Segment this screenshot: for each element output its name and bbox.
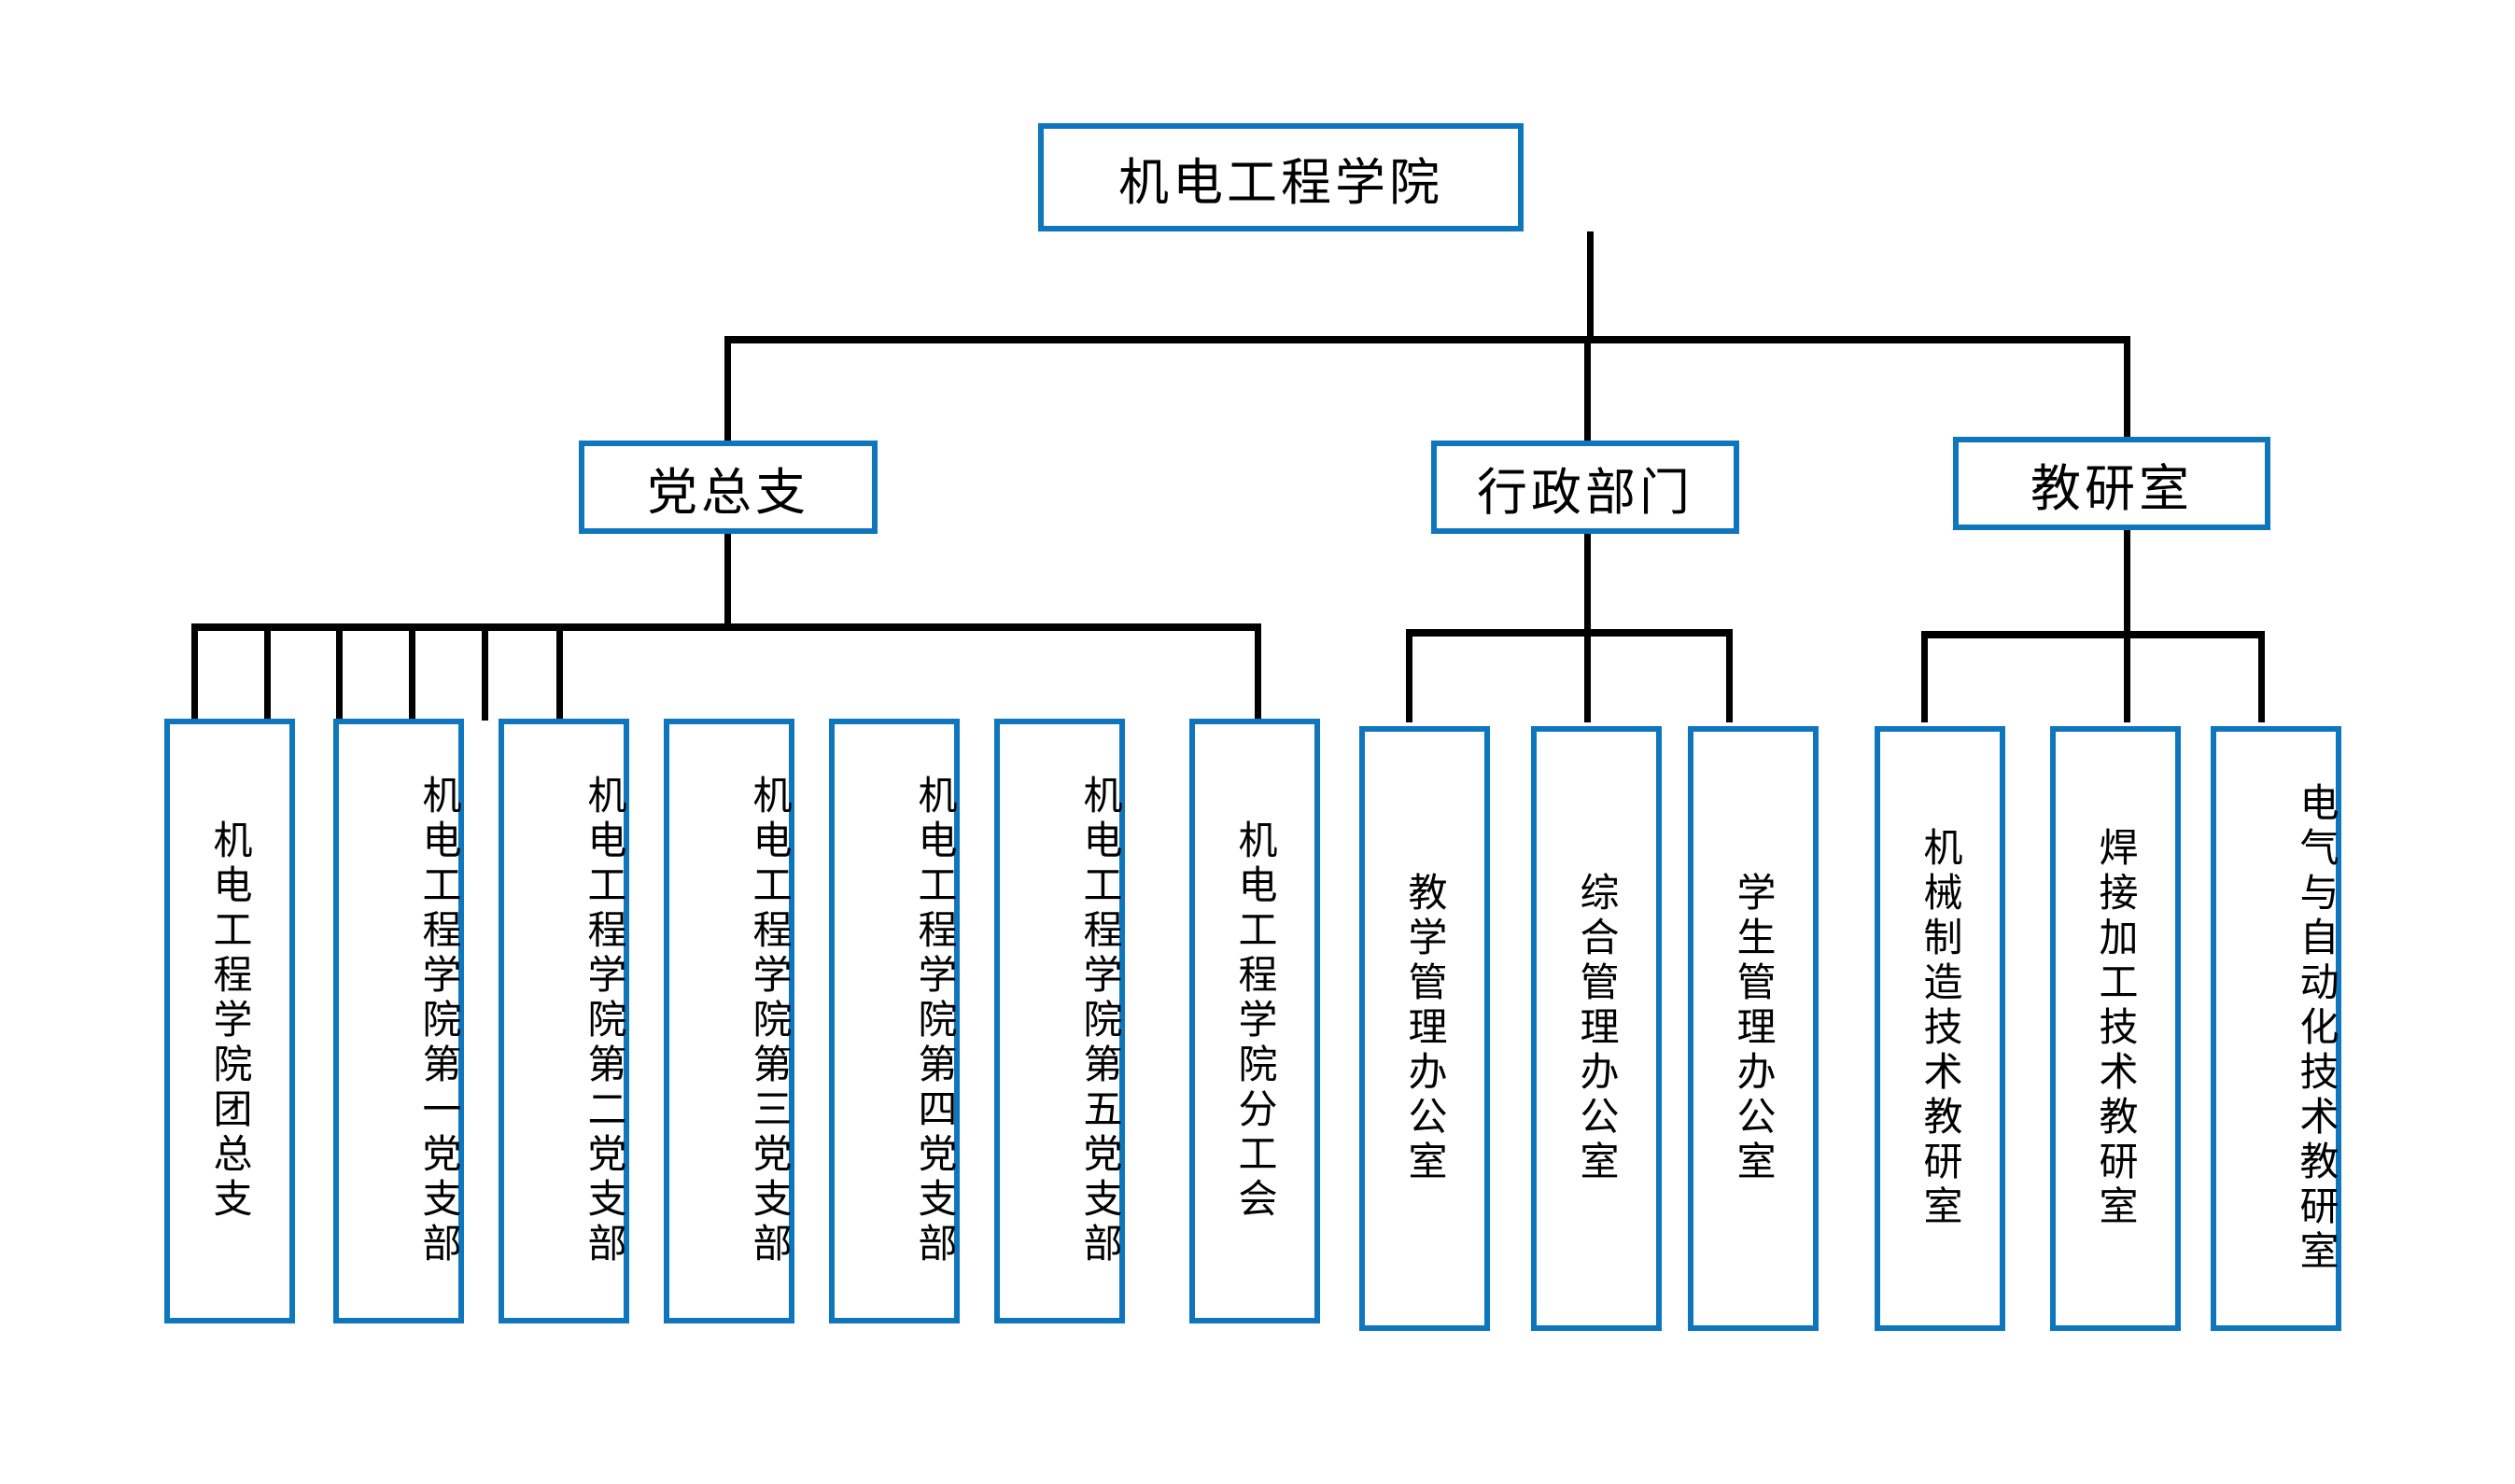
node-root-school[interactable]: 机电工程学院	[1038, 123, 1524, 231]
connector-party-child-7	[1255, 623, 1261, 721]
connector-party-child-6	[556, 623, 563, 721]
connector-root-drop	[1587, 231, 1594, 342]
connector-admin-child-1	[1406, 629, 1412, 722]
node-branch-admin[interactable]: 行政部门	[1431, 441, 1739, 534]
connector-admin-drop	[1584, 534, 1591, 635]
leaf-party-branch-2-label: 机电工程学院第二党支部	[582, 775, 627, 1267]
connector-admin-child-2	[1584, 629, 1591, 722]
connector-level1-bus	[724, 336, 2130, 343]
connector-teaching-child-3	[2258, 631, 2265, 722]
connector-party-bus	[191, 623, 1261, 631]
connector-drop-party	[724, 336, 731, 441]
connector-drop-admin	[1584, 336, 1591, 441]
connector-party-child-1	[191, 623, 198, 721]
leaf-admin-student-office-label: 学生管理办公室	[1731, 872, 1777, 1185]
leaf-admin-general-office[interactable]: 综合管理办公室	[1531, 726, 1662, 1331]
connector-party-child-5	[482, 623, 488, 721]
leaf-party-branch-1-label: 机电工程学院第一党支部	[416, 775, 462, 1267]
node-branch-admin-label: 行政部门	[1477, 462, 1693, 522]
leaf-party-branch-3[interactable]: 机电工程学院第三党支部	[664, 719, 794, 1323]
node-branch-teaching-label: 教研室	[2030, 458, 2193, 518]
node-root-school-label: 机电工程学院	[1118, 152, 1443, 212]
leaf-party-branch-5-label: 机电工程学院第五党支部	[1077, 775, 1123, 1267]
node-branch-party[interactable]: 党总支	[579, 441, 878, 534]
leaf-teaching-welding-label: 焊接加工技术教研室	[2093, 827, 2139, 1230]
leaf-teaching-mechanical-manufacturing[interactable]: 机械制造技术教研室	[1875, 726, 2005, 1331]
connector-teaching-bus	[1921, 631, 2265, 638]
leaf-party-branch-2[interactable]: 机电工程学院第二党支部	[499, 719, 629, 1323]
connector-teaching-drop	[2124, 530, 2130, 637]
connector-drop-teaching	[2124, 336, 2130, 441]
leaf-party-branch-4[interactable]: 机电工程学院第四党支部	[829, 719, 960, 1323]
leaf-party-branch-5[interactable]: 机电工程学院第五党支部	[994, 719, 1125, 1323]
leaf-party-branch-4-label: 机电工程学院第四党支部	[912, 775, 958, 1267]
node-branch-teaching[interactable]: 教研室	[1953, 437, 2270, 530]
leaf-teaching-mechanical-manufacturing-label: 机械制造技术教研室	[1918, 827, 1963, 1230]
connector-teaching-child-2	[2124, 631, 2130, 722]
leaf-teaching-welding[interactable]: 焊接加工技术教研室	[2050, 726, 2181, 1331]
connector-party-drop	[724, 534, 731, 631]
leaf-party-branch-3-label: 机电工程学院第三党支部	[747, 775, 793, 1267]
leaf-teaching-electrical-automation[interactable]: 电气与自动化技术教研室	[2211, 726, 2341, 1331]
leaf-party-youth-league-label: 机电工程学院团总支	[207, 819, 253, 1223]
leaf-party-branch-1[interactable]: 机电工程学院第一党支部	[333, 719, 464, 1323]
node-branch-party-label: 党总支	[647, 462, 809, 522]
leaf-party-youth-league[interactable]: 机电工程学院团总支	[164, 719, 295, 1323]
connector-party-child-3	[336, 623, 343, 721]
connector-admin-child-3	[1726, 629, 1733, 722]
connector-party-child-4	[409, 623, 415, 721]
leaf-party-labor-union[interactable]: 机电工程学院分工会	[1189, 719, 1320, 1323]
leaf-admin-student-office[interactable]: 学生管理办公室	[1688, 726, 1819, 1331]
leaf-teaching-electrical-automation-label: 电气与自动化技术教研室	[2294, 782, 2339, 1275]
leaf-party-labor-union-label: 机电工程学院分工会	[1232, 819, 1278, 1223]
connector-party-child-2	[264, 623, 271, 721]
leaf-admin-teaching-office-label: 教学管理办公室	[1402, 872, 1448, 1185]
leaf-admin-teaching-office[interactable]: 教学管理办公室	[1359, 726, 1490, 1331]
connector-admin-bus	[1406, 629, 1733, 637]
connector-teaching-child-1	[1921, 631, 1928, 722]
leaf-admin-general-office-label: 综合管理办公室	[1574, 872, 1620, 1185]
